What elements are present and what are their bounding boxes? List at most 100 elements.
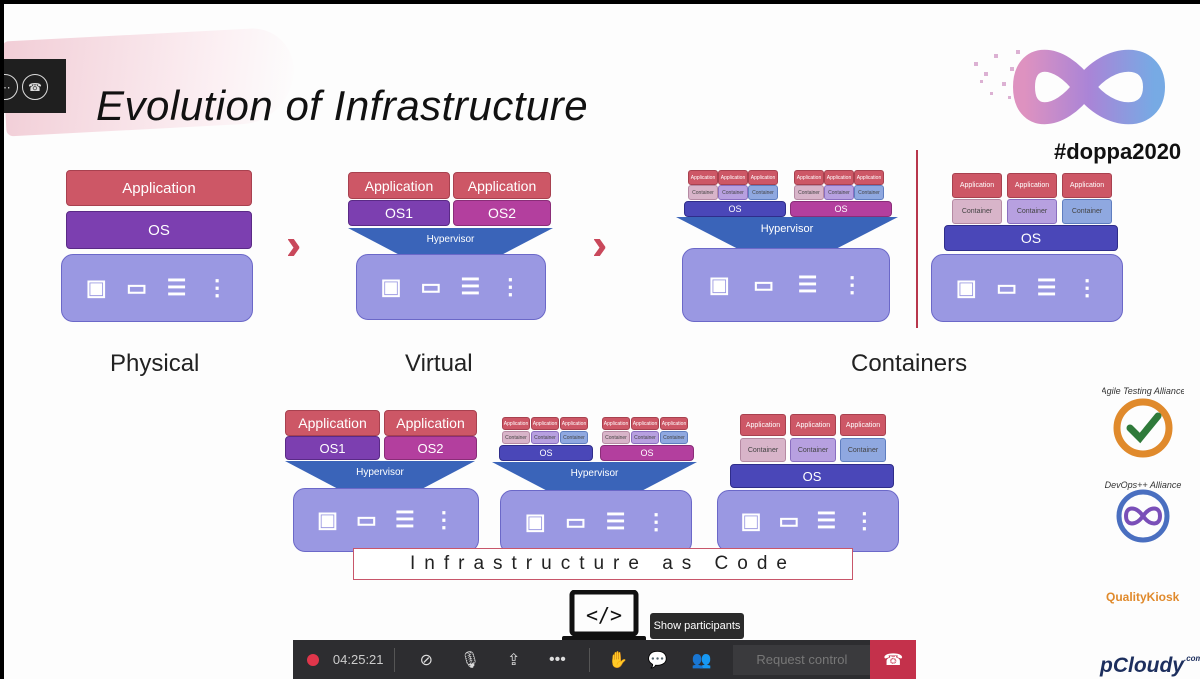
pcloudy-logo: pCloudy.com [1100, 654, 1200, 677]
container-block: Container [748, 185, 778, 200]
iac-os2: OS2 [384, 436, 477, 460]
container-app-block: Application [1007, 173, 1057, 198]
container-block: Container [794, 185, 824, 200]
cpu-icon: ▣ [740, 508, 762, 533]
container-app-block: Application [794, 170, 824, 185]
container-app-block: Application [502, 417, 530, 430]
virtual-application-2: Application [453, 172, 551, 199]
cpu-icon: ▣ [708, 272, 730, 297]
mic-off-icon[interactable]: 🎙 [459, 651, 481, 669]
container-app-block: Application [790, 414, 836, 436]
memory-icon: ▭ [753, 272, 775, 297]
container-block: Container [660, 431, 688, 444]
toolbar-divider [589, 647, 591, 672]
container-block: Container [854, 185, 884, 200]
storage-icon: ☰ [605, 509, 626, 534]
memory-icon: ▭ [356, 507, 377, 532]
memory-icon: ▭ [420, 274, 442, 299]
iac-container-hypervisor: Hypervisor [492, 462, 697, 492]
container-hypervisor: Hypervisor [676, 217, 898, 249]
container-os-block: OS [944, 225, 1118, 251]
cpu-icon: ▣ [85, 275, 107, 300]
cpu-icon: ▣ [524, 509, 546, 534]
iac-hardware-2: ▣ ▭ ☰ ⋮ [500, 490, 692, 554]
show-participants-tooltip: Show participants [650, 613, 744, 639]
iac-hardware-3: ▣ ▭ ☰ ⋮ [717, 490, 899, 552]
container-block: Container [502, 431, 530, 444]
recording-indicator-icon [307, 653, 319, 666]
container-app-block: Application [560, 417, 588, 430]
container-app-block: Application [631, 417, 659, 430]
container-app-block: Application [688, 170, 718, 185]
participants-icon[interactable]: 👥 [691, 651, 712, 669]
network-icon: ⋮ [645, 509, 668, 534]
devops-alliance-logo: DevOps++ Alliance [1105, 480, 1182, 543]
container-block: Container [631, 431, 659, 444]
physical-application-block: Application [66, 170, 252, 206]
physical-os-block: OS [66, 211, 252, 249]
laptop-code-icon: </> [562, 590, 646, 642]
container-block: Container [602, 431, 630, 444]
network-icon: ⋮ [432, 507, 455, 532]
toolbar-divider [393, 647, 395, 672]
raise-hand-icon[interactable]: ✋ [608, 651, 629, 669]
svg-text:DevOps++ Alliance: DevOps++ Alliance [1105, 480, 1182, 490]
container-block: Container [840, 438, 886, 462]
memory-icon: ▭ [996, 275, 1018, 300]
camera-off-icon[interactable]: ⊘ [419, 651, 434, 669]
virtual-os2: OS2 [453, 200, 551, 226]
container-app-block: Application [740, 414, 786, 436]
chat-icon[interactable]: 💬 [647, 651, 668, 669]
divider-line [916, 150, 918, 328]
container-app-block: Application [748, 170, 778, 185]
container-app-block: Application [952, 173, 1002, 198]
container-block: Container [740, 438, 786, 462]
container-block: Container [1007, 199, 1057, 224]
hashtag: #doppa2020 [1054, 139, 1182, 164]
storage-icon: ☰ [1036, 275, 1057, 300]
container-hardware: ▣ ▭ ☰ ⋮ [931, 254, 1123, 322]
container-app-block: Application [1062, 173, 1112, 198]
container-app-block: Application [602, 417, 630, 430]
storage-icon: ☰ [460, 274, 481, 299]
slide-title: Evolution of Infrastructure [96, 82, 589, 129]
hangup-icon[interactable]: ☎ [22, 74, 48, 100]
iac-application-2: Application [384, 410, 477, 436]
virtual-hardware-block: ▣ ▭ ☰ ⋮ [356, 254, 546, 320]
iac-hypervisor: Hypervisor [285, 461, 475, 489]
storage-icon: ☰ [394, 507, 415, 532]
cpu-icon: ▣ [317, 507, 338, 532]
iac-vm-os-1: OS [499, 445, 593, 461]
container-app-block: Application [824, 170, 854, 185]
container-block: Container [688, 185, 718, 200]
iac-container-os: OS [730, 464, 894, 488]
storage-icon: ☰ [797, 272, 818, 297]
share-screen-icon[interactable]: ⇪ [507, 651, 521, 669]
svg-text:</>: </> [586, 603, 622, 627]
container-block: Container [1062, 199, 1112, 224]
physical-label: Physical [110, 350, 200, 377]
container-vm-hardware: ▣ ▭ ☰ ⋮ [682, 248, 890, 322]
svg-text:Agile Testing Alliance: Agile Testing Alliance [1102, 386, 1184, 396]
container-block: Container [952, 199, 1002, 224]
request-control-button[interactable]: Request control [733, 644, 871, 675]
container-app-block: Application [531, 417, 559, 430]
cpu-icon: ▣ [955, 275, 977, 300]
call-control-icon[interactable]: ⋯ [4, 74, 18, 100]
container-vm-os-2: OS [790, 201, 892, 217]
more-options-icon[interactable]: ••• [549, 650, 566, 668]
virtual-os1: OS1 [348, 200, 450, 226]
container-app-block: Application [840, 414, 886, 436]
container-block: Container [531, 431, 559, 444]
memory-icon: ▭ [778, 508, 800, 533]
presentation-slide: Evolution of Infrastructure #doppa2020 A… [4, 4, 1200, 679]
virtual-application-1: Application [348, 172, 450, 199]
iac-os1: OS1 [285, 436, 380, 460]
hangup-button[interactable]: ☎ [870, 640, 917, 679]
qualitykiosk-logo: QualityKiosk [1106, 590, 1180, 604]
container-block: Container [718, 185, 748, 200]
storage-icon: ☰ [166, 275, 187, 300]
network-icon: ⋮ [1076, 275, 1099, 300]
container-app-block: Application [660, 417, 688, 430]
doppa-infinity-logo [974, 49, 1166, 125]
